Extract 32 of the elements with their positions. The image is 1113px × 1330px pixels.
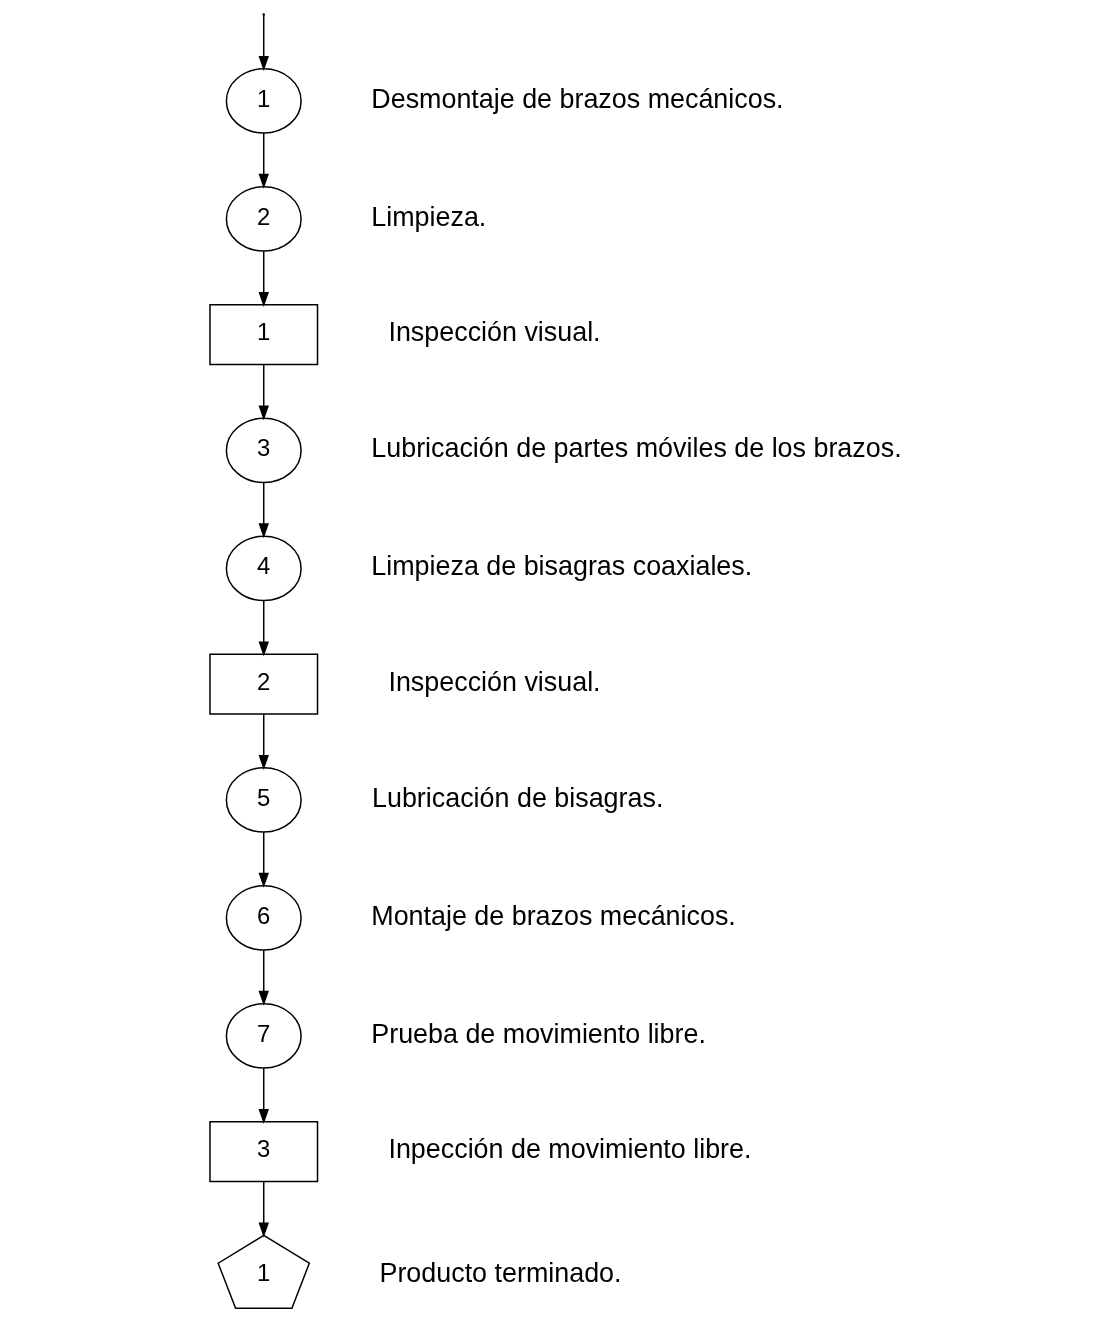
node-ellipse: 2	[225, 186, 302, 252]
node-label: Limpieza de bisagras coaxiales.	[371, 551, 753, 582]
arrow	[258, 250, 269, 307]
node-ellipse: 5	[225, 767, 302, 833]
node-label: Prueba de movimiento libre.	[371, 1018, 706, 1049]
node-label: Montaje de brazos mecánicos.	[371, 900, 736, 931]
node-label: Limpieza.	[371, 201, 487, 232]
node-ellipse: 4	[225, 535, 302, 602]
node-ellipse: 6	[225, 885, 302, 951]
arrow	[258, 1181, 269, 1238]
node-box: 1	[209, 304, 319, 366]
node-label: Inspección visual.	[388, 666, 601, 697]
node-box: 2	[209, 653, 319, 715]
arrow	[258, 949, 269, 1006]
node-label: Inpección de movimiento libre.	[388, 1134, 752, 1165]
arrow	[258, 600, 269, 657]
node-label: Lubricación de bisagras.	[372, 782, 664, 813]
arrow	[258, 482, 269, 539]
arrow	[258, 831, 269, 888]
node-ellipse: 3	[225, 417, 302, 484]
arrow	[258, 1067, 269, 1125]
node-label: Lubricación de partes móviles de los brazos.	[371, 433, 902, 464]
arrow	[258, 713, 269, 770]
arrow	[258, 132, 269, 189]
node-label: Producto terminado.	[379, 1258, 622, 1289]
arrow	[258, 14, 269, 71]
node-label: Desmontaje de brazos mecánicos.	[371, 83, 784, 114]
node-box: 3	[209, 1121, 319, 1183]
node-ellipse: 7	[225, 1003, 302, 1069]
arrow	[258, 363, 269, 421]
node-ellipse: 1	[225, 68, 302, 134]
node-label: Inspección visual.	[388, 317, 601, 348]
